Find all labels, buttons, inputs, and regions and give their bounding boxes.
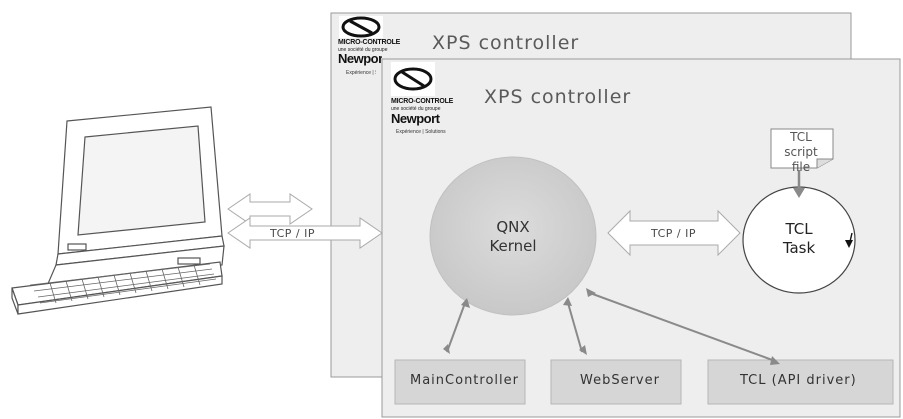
task-label-line1: TCL bbox=[785, 220, 813, 238]
laptop-icon bbox=[11, 106, 225, 315]
back-panel-title: XPS controller bbox=[432, 32, 580, 54]
tcp-ip-label-pc: TCP / IP bbox=[270, 227, 315, 240]
tcl-api-driver-label: TCL (API driver) bbox=[740, 373, 857, 388]
script-file-label: TCL script file bbox=[776, 130, 826, 175]
script-file-line3: file bbox=[791, 160, 811, 174]
logo-emblem-front bbox=[391, 62, 435, 96]
kernel-module-links bbox=[446, 292, 776, 362]
tcp-ip-label-task: TCP / IP bbox=[651, 227, 696, 240]
logo-subtitle-back: une société du groupe bbox=[338, 47, 388, 53]
task-label-line2: Task bbox=[782, 239, 816, 257]
script-file-line1: TCL bbox=[790, 130, 812, 144]
logo-subtitle-front: une société du groupe bbox=[391, 106, 441, 112]
maincontroller-box bbox=[394, 359, 526, 405]
front-panel-title: XPS controller bbox=[484, 86, 632, 108]
tcp-ip-link-pc bbox=[227, 193, 383, 249]
logo-company-front: MICRO-CONTROLE bbox=[391, 98, 454, 105]
logo-emblem-back bbox=[339, 16, 383, 38]
kernel-label-line2: Kernel bbox=[489, 237, 537, 255]
logo-brand-back-clip: Newport bbox=[338, 53, 382, 67]
logo-tagline-back: Expérience | Solutions bbox=[346, 70, 376, 76]
webserver-box bbox=[550, 359, 682, 405]
script-file-line2: script bbox=[784, 145, 818, 159]
tcl-api-driver-box bbox=[707, 359, 894, 405]
logo-company-back: MICRO-CONTROLE bbox=[338, 39, 401, 46]
qnx-kernel-node bbox=[429, 156, 597, 316]
kernel-label: QNX Kernel bbox=[453, 218, 573, 256]
logo-brand-front: Newport bbox=[391, 111, 440, 126]
tcp-ip-link-task bbox=[607, 209, 741, 257]
logo-tagline-front: Expérience | Solutions bbox=[396, 129, 446, 135]
kernel-label-line1: QNX bbox=[496, 218, 530, 236]
maincontroller-label: MainController bbox=[410, 373, 519, 388]
webserver-label: WebServer bbox=[580, 373, 660, 388]
task-label: TCL Task bbox=[764, 220, 834, 258]
logo-brand-back: Newport bbox=[338, 53, 382, 66]
